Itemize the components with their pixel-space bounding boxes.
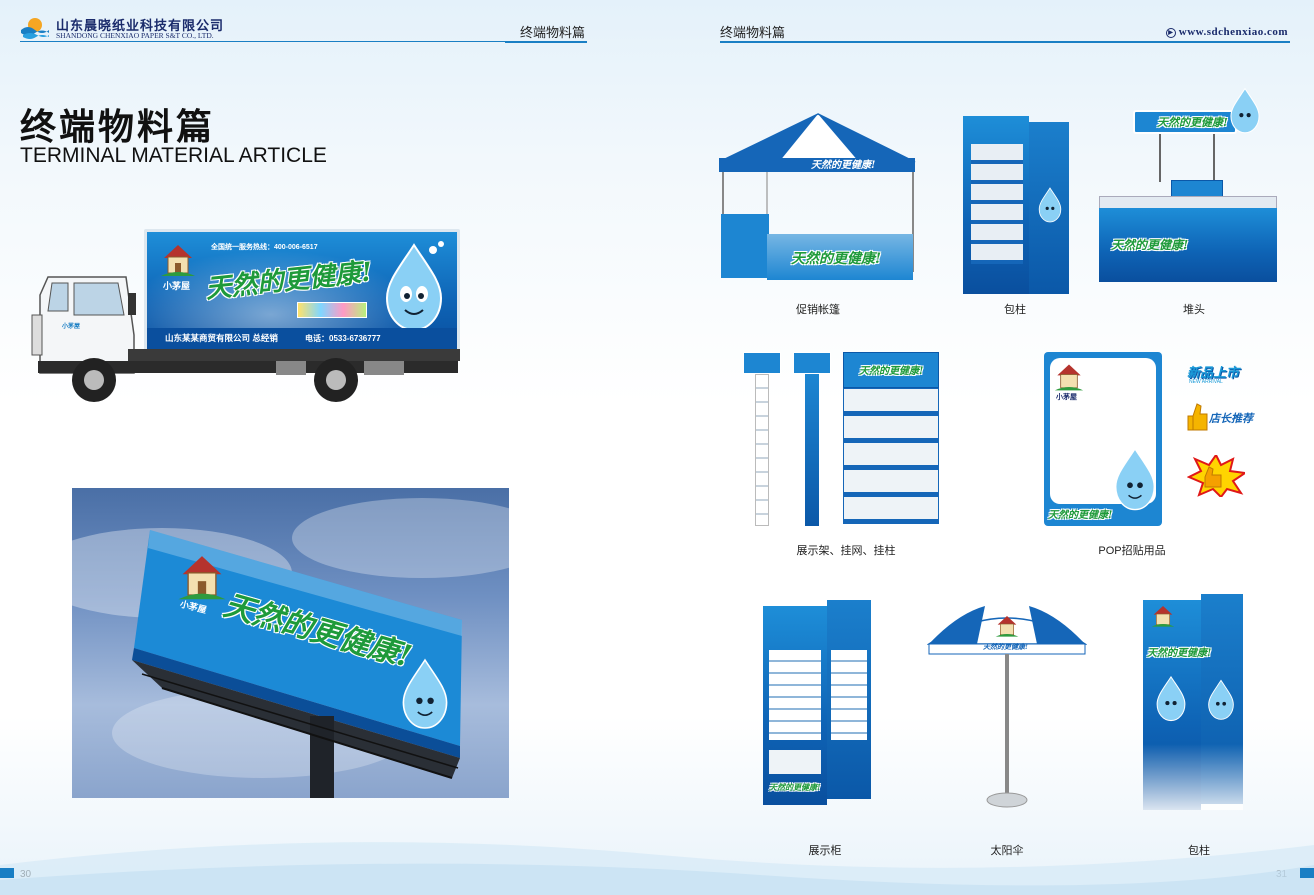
pop-tag-new: 新品上市 (1187, 366, 1240, 381)
caption-endcap: 堆头 (1183, 304, 1205, 316)
caption-rack: 展示架、挂网、挂柱 (796, 545, 896, 557)
pop-slogan: 天然的更健康! (1048, 510, 1113, 521)
bottom-wave-decoration (0, 842, 1314, 895)
truck-cab (31, 276, 460, 402)
endcap-base-slogan: 天然的更健康! (1111, 238, 1189, 252)
page-tab-right (1300, 868, 1314, 878)
pillar2-mascot-side-icon (1208, 679, 1234, 720)
section-title-cn: 终端物料篇 (20, 107, 216, 148)
umbrella-slogan: 天然的更健康! (983, 642, 1029, 651)
caption-umbrella: 太阳伞 (990, 845, 1024, 857)
tent-illustration: 天然的更健康! 天然的更健康! (719, 112, 917, 280)
tent-slogan: 天然的更健康! (811, 160, 876, 171)
right-header-rule (720, 41, 1290, 43)
pop-poster-illustration: 小茅屋 天然的更健康! (1044, 352, 1162, 526)
pillar-wrap-2-illustration: 天然的更健康! (1143, 594, 1243, 810)
umbrella-illustration: 天然的更健康! (927, 604, 1087, 810)
caption-display-cabinet: 展示柜 (808, 845, 842, 857)
pop-house-logo-icon (1054, 364, 1084, 391)
caption-pillar-wrap-2: 包柱 (1188, 845, 1210, 857)
cabinet-slogan: 天然的更健康! (769, 782, 821, 792)
starburst-thumb-icon (1187, 455, 1245, 497)
thumbs-up-icon (1187, 403, 1208, 431)
rack-illustration: 天然的更健康! (741, 352, 941, 527)
truck-products (297, 302, 367, 318)
right-header-section-title: 终端物料篇 (720, 25, 786, 40)
truck-cargo-box: 全国统一服务热线：400-006-6517 小茅屋 天然的更健康! (144, 229, 460, 353)
pop-brand: 小茅屋 (1056, 392, 1077, 401)
umbrella-house-logo-icon (995, 616, 1019, 637)
caption-pop: POP招贴用品 (1098, 545, 1166, 557)
website-text: www.sdchenxiao.com (1178, 26, 1288, 38)
pop-tag-new-en: NEW ARRIVAL (1189, 379, 1223, 385)
display-cabinet-illustration: 天然的更健康! (763, 600, 871, 805)
endcap-mascot-icon (1230, 87, 1260, 134)
house-logo-icon (161, 245, 195, 276)
endcap-illustration: 天然的更健康! 天然的更健康! (1097, 86, 1279, 282)
pillar2-slogan: 天然的更健康! (1147, 648, 1212, 659)
truck-dealer: 山东某某商贸有限公司 总经销 (165, 333, 278, 343)
arrow-icon: ▶ (1165, 28, 1176, 38)
billboard-photo: 小茅屋 天然的更健康! (72, 488, 509, 798)
right-page: 终端物料篇 ▶www.sdchenxiao.com 天然的更健康! 天然的更健康… (657, 0, 1314, 895)
truck-illustration: 全国统一服务热线：400-006-6517 小茅屋 天然的更健康! (18, 225, 463, 415)
billboard-mascot-icon (402, 658, 448, 729)
truck-brand: 小茅屋 (163, 282, 191, 292)
left-page: 山东晨晓纸业科技有限公司 SHANDONG CHENXIAO PAPER S&T… (18, 18, 587, 880)
truck-hotline: 全国统一服务热线：400-006-6517 (211, 244, 318, 251)
pillar2-house-logo-icon (1151, 606, 1175, 627)
pillar-wrap-illustration (963, 116, 1069, 294)
pop-tag-recommend: 店长推荐 (1209, 412, 1253, 425)
company-logo-icon (21, 18, 49, 39)
tent-counter-slogan: 天然的更健康! (791, 251, 882, 267)
truck-cab-brand: 小茅屋 (62, 323, 81, 330)
pillar-mascot-icon (1038, 187, 1062, 223)
rack-slogan: 天然的更健康! (859, 366, 924, 377)
website-url: ▶www.sdchenxiao.com (1165, 26, 1288, 38)
page-tab-left (0, 868, 14, 878)
caption-tent: 促销帐篷 (796, 304, 840, 316)
water-drop-mascot-icon (385, 241, 444, 332)
pillar2-mascot-icon (1156, 675, 1186, 722)
truck-phone: 电话：0533-6736777 (305, 334, 381, 343)
section-title-en: TERMINAL MATERIAL ARTICLE (20, 144, 327, 167)
endcap-top-slogan: 天然的更健康! (1157, 116, 1228, 129)
billboard-house-logo-icon (178, 556, 226, 600)
company-name-en: SHANDONG CHENXIAO PAPER S&T CO., LTD. (56, 31, 214, 40)
left-header-rule (20, 41, 587, 42)
left-header-rule-accent (505, 41, 587, 43)
left-header-section-title: 终端物料篇 (520, 25, 586, 40)
pop-mascot-icon (1114, 447, 1156, 511)
caption-pillar-wrap: 包柱 (1004, 304, 1026, 316)
company-name-cn: 山东晨晓纸业科技有限公司 (56, 19, 225, 34)
